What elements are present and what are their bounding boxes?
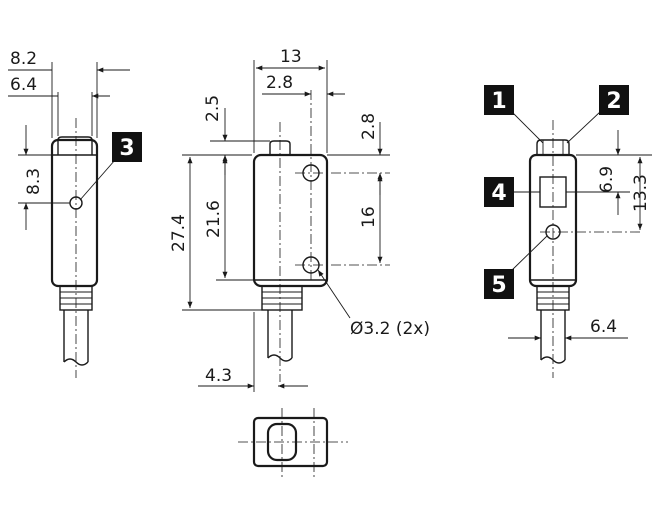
side-view: 8.2 6.4 8.3 — [8, 49, 130, 378]
side-top-lens — [57, 136, 93, 155]
dim-front-hole-spacing: 16 — [359, 206, 379, 228]
front-view: 13 2.8 2.5 27.4 21.6 2.8 16 Ø3.2 (2x) — [169, 47, 430, 392]
dim-front-hole-top: 2.8 — [359, 113, 379, 140]
callout-1: 1 — [484, 85, 514, 115]
dim-rear-cable-width: 6.4 — [590, 317, 617, 337]
dim-front-total-height: 27.4 — [169, 214, 189, 252]
dim-rear-spot-height: 13.3 — [631, 174, 651, 212]
dim-side-spot-height: 8.3 — [24, 168, 44, 195]
dim-front-hole-to-base: 21.6 — [204, 200, 224, 238]
callout-5: 5 — [484, 269, 514, 299]
front-cable — [267, 310, 293, 358]
callout-1-label: 1 — [491, 89, 506, 114]
callout-2-label: 2 — [606, 89, 621, 114]
dim-front-cable-offset: 4.3 — [205, 366, 232, 386]
callout-5-label: 5 — [491, 273, 506, 298]
dim-hole-diameter: Ø3.2 (2x) — [350, 319, 430, 339]
bottom-view — [238, 408, 348, 478]
callout-3: 3 — [112, 132, 142, 162]
bottom-housing — [252, 416, 329, 468]
dim-side-width-outer: 8.2 — [10, 49, 37, 69]
dim-rear-window-height: 6.9 — [597, 166, 617, 193]
callout-2: 2 — [599, 85, 629, 115]
dim-front-top-offset: 2.5 — [203, 95, 223, 122]
callout-3-label: 3 — [119, 136, 134, 161]
side-cable — [63, 310, 89, 362]
callout-4-label: 4 — [491, 181, 506, 206]
callout-4: 4 — [484, 177, 514, 207]
rear-cable — [540, 310, 566, 360]
side-housing — [50, 138, 99, 288]
rear-view: 6.9 13.3 6.4 — [508, 111, 652, 378]
dim-front-width: 13 — [280, 47, 302, 67]
front-housing — [252, 153, 329, 288]
dim-front-hole-offset-x: 2.8 — [266, 73, 293, 93]
dim-side-width-inner: 6.4 — [10, 75, 37, 95]
